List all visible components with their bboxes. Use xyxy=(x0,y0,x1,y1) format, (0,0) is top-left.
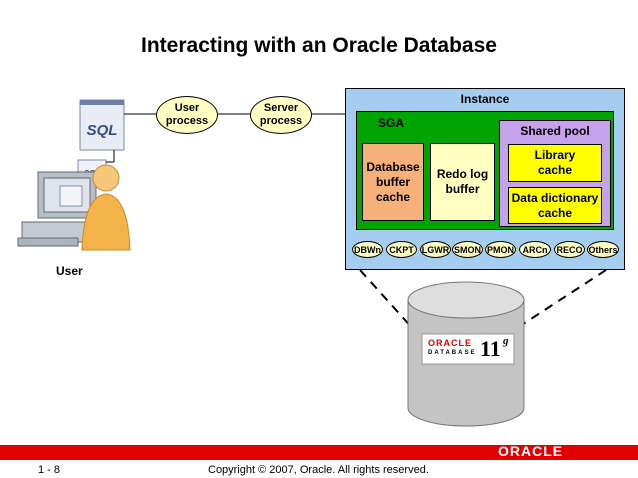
page-title: Interacting with an Oracle Database xyxy=(141,34,497,57)
process-reco: RECO xyxy=(554,241,585,258)
database-buffer-cache-box: Database buffer cache xyxy=(362,143,424,221)
footer-page-number: 1 - 8 xyxy=(38,464,61,476)
process-others: Others xyxy=(587,241,619,258)
footer-bar xyxy=(0,445,638,460)
user-process-node: User process xyxy=(156,96,218,134)
process-ckpt: CKPT xyxy=(386,241,417,258)
process-arcn: ARCn xyxy=(519,241,551,258)
logo-version: 11 xyxy=(480,336,501,361)
user-label: User xyxy=(56,264,83,278)
redo-log-buffer-label: Redo log buffer xyxy=(436,167,489,196)
sql-window-icon: SQL xyxy=(79,99,125,151)
logo-brand: ORACLE xyxy=(428,338,472,348)
database-buffer-cache-label: Database buffer cache xyxy=(366,159,420,204)
computer-icon xyxy=(17,171,103,247)
logo-sub: DATABASE xyxy=(428,350,477,356)
server-process-node: Server process xyxy=(250,96,312,134)
data-dictionary-cache-label: Data dictionary cache xyxy=(511,190,599,220)
shared-pool-label: Shared pool xyxy=(520,124,590,138)
footer-brand: ORACLE xyxy=(498,443,564,459)
database-cylinder-icon xyxy=(407,281,525,427)
process-lgwr: LGWR xyxy=(420,241,451,258)
library-cache-label: Library cache xyxy=(534,148,576,177)
process-pmon: PMON xyxy=(485,241,516,258)
footer-copyright: Copyright © 2007, Oracle. All rights res… xyxy=(208,464,429,476)
instance-label: Instance xyxy=(460,92,510,106)
process-smon: SMON xyxy=(452,241,483,258)
sql-text: SQL xyxy=(87,122,118,139)
process-dbwn: DBWn xyxy=(352,241,383,258)
logo-version-sup: g xyxy=(503,335,509,347)
user-person-icon xyxy=(81,164,131,251)
sga-label: SGA xyxy=(378,116,405,130)
redo-log-buffer-box: Redo log buffer xyxy=(430,143,495,221)
user-process-label: User process xyxy=(165,102,209,127)
server-process-label: Server process xyxy=(259,102,303,127)
data-dictionary-cache-box: Data dictionary cache xyxy=(508,187,602,224)
oracle-database-logo: ORACLE DATABASE 11 g xyxy=(426,335,512,362)
library-cache-box: Library cache xyxy=(508,144,602,182)
